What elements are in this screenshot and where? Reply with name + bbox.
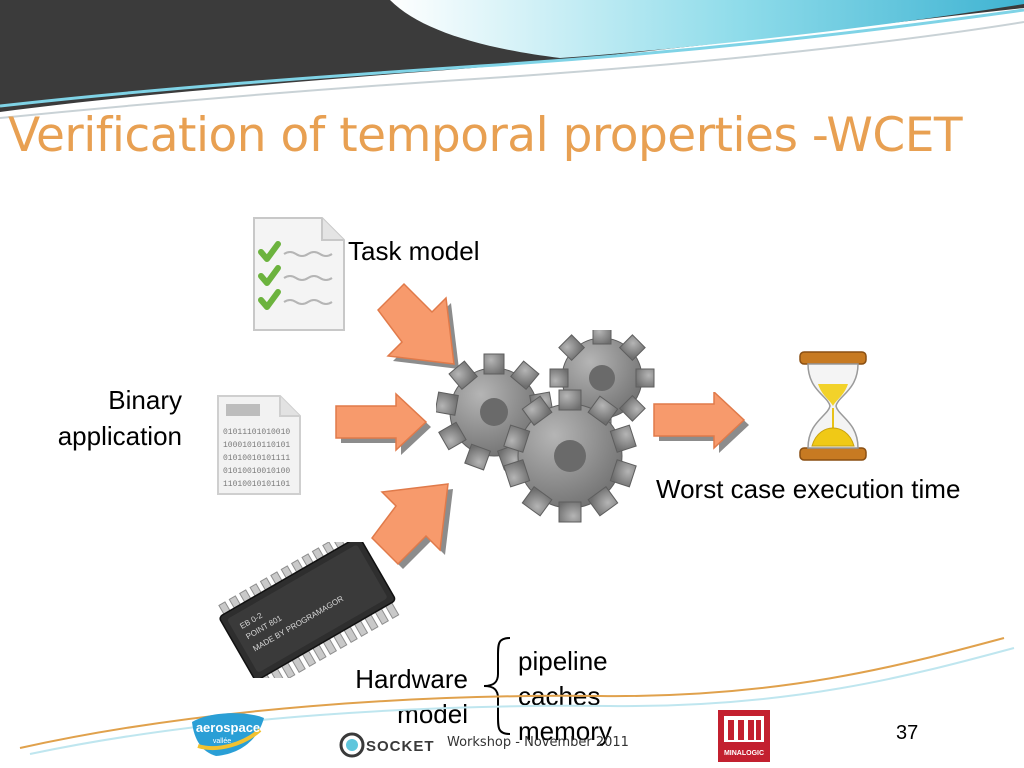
header-teal-wave (390, 0, 1024, 58)
input-arrows (335, 282, 459, 569)
arrow-hardware-icon (371, 483, 453, 569)
binary-line: 10001010110101 (223, 441, 290, 450)
hardware-item-pipeline: pipeline (518, 646, 608, 676)
hardware-label-line: model (397, 699, 468, 729)
binary-line: 01011101010010 (223, 428, 290, 437)
binary-label-line: application (57, 421, 182, 451)
checklist-document-icon (253, 217, 345, 331)
aerospace-valley-logo: aerospace vallée (192, 713, 264, 756)
minalogic-text: MINALOGIC (724, 750, 764, 757)
hardware-model-label: Hardware model (330, 662, 468, 732)
page-number: 37 (896, 722, 919, 744)
curly-brace-icon (483, 637, 511, 735)
footer-text: Workshop - November 2011 (447, 735, 629, 750)
gears-icon (436, 330, 655, 523)
binary-line: 11010010101101 (223, 480, 290, 489)
hardware-item-memory: memory (518, 716, 612, 746)
binary-line: 01010010101111 (223, 454, 290, 463)
binary-line: 01010010010100 (223, 467, 290, 476)
microchip-icon: EB 0-2 POINT 801 MADE BY PROGRAMAGOR (218, 542, 400, 678)
header-decoration (0, 0, 1024, 119)
hourglass-icon (799, 351, 867, 461)
arrow-output-icon (653, 392, 749, 453)
task-model-label: Task model (348, 236, 480, 266)
minalogic-logo: MINALOGIC (718, 710, 770, 762)
socket-logo: SOCKET (339, 732, 435, 758)
socket-text: SOCKET (366, 738, 435, 755)
hardware-label-line: Hardware (355, 664, 468, 694)
slide-title: Verification of temporal properties -WCE… (8, 108, 963, 163)
binary-document-icon: 01011101010010 10001010110101 0101001010… (217, 395, 301, 495)
worst-case-execution-time-label: Worst case execution time (656, 474, 961, 504)
binary-application-label: Binary application (30, 382, 182, 454)
arrow-binary-icon (335, 392, 431, 455)
binary-label-line: Binary (108, 385, 182, 415)
vallee-text: vallée (213, 738, 231, 745)
arrow-task-model-icon (377, 282, 459, 369)
aerospace-text: aerospace (196, 720, 260, 735)
